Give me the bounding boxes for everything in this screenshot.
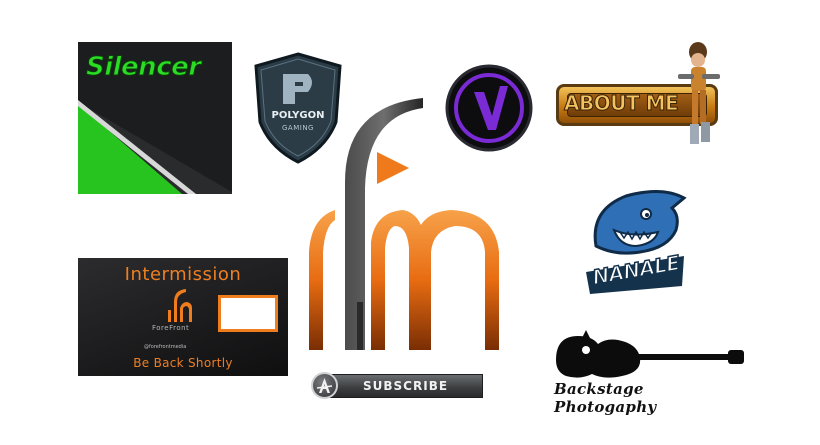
polygon-p-icon bbox=[283, 74, 312, 104]
subscribe-label: SUBSCRIBE bbox=[363, 379, 449, 393]
fm-monogram-art bbox=[309, 98, 499, 350]
intermission-brand: ForeFront bbox=[152, 324, 190, 332]
purple-v-badge bbox=[444, 64, 534, 152]
anarchy-a-icon bbox=[311, 372, 338, 399]
shark-icon bbox=[586, 190, 687, 294]
silencer-title: Silencer bbox=[86, 52, 202, 83]
polygon-name: POLYGON bbox=[271, 110, 325, 121]
silencer-stripe-art bbox=[78, 100, 232, 194]
forefront-fm-logo bbox=[305, 92, 505, 354]
purple-v-icon bbox=[445, 64, 533, 152]
silencer-logo: Silencer bbox=[78, 42, 232, 194]
about-me-label: ABOUT ME bbox=[563, 91, 679, 116]
mini-fm-icon bbox=[168, 289, 192, 322]
intermission-title: Intermission bbox=[124, 264, 242, 285]
polygon-gaming-logo: POLYGON GAMING bbox=[252, 52, 344, 164]
nanale-logo: NANALE bbox=[576, 186, 694, 298]
subscribe-button[interactable]: SUBSCRIBE bbox=[311, 372, 483, 399]
character-figure-icon bbox=[678, 42, 720, 144]
about-me-banner: ABOUT ME bbox=[552, 40, 737, 150]
polygon-sub: GAMING bbox=[282, 124, 314, 132]
intermission-card: Intermission ForeFront @forefrontmedia B… bbox=[78, 258, 288, 376]
shield-icon bbox=[254, 52, 342, 164]
guitar-icon bbox=[556, 330, 744, 378]
backstage-label: Backstage Photogaphy bbox=[554, 380, 657, 416]
subscribe-bar bbox=[325, 374, 483, 398]
intermission-back-text: Be Back Shortly bbox=[133, 356, 233, 370]
intermission-cam-box bbox=[218, 295, 278, 332]
play-triangle-icon bbox=[377, 152, 409, 184]
backstage-photography-logo: Backstage Photogaphy bbox=[552, 330, 747, 416]
intermission-handle: @forefrontmedia bbox=[144, 344, 187, 350]
about-me-plate bbox=[556, 84, 718, 126]
